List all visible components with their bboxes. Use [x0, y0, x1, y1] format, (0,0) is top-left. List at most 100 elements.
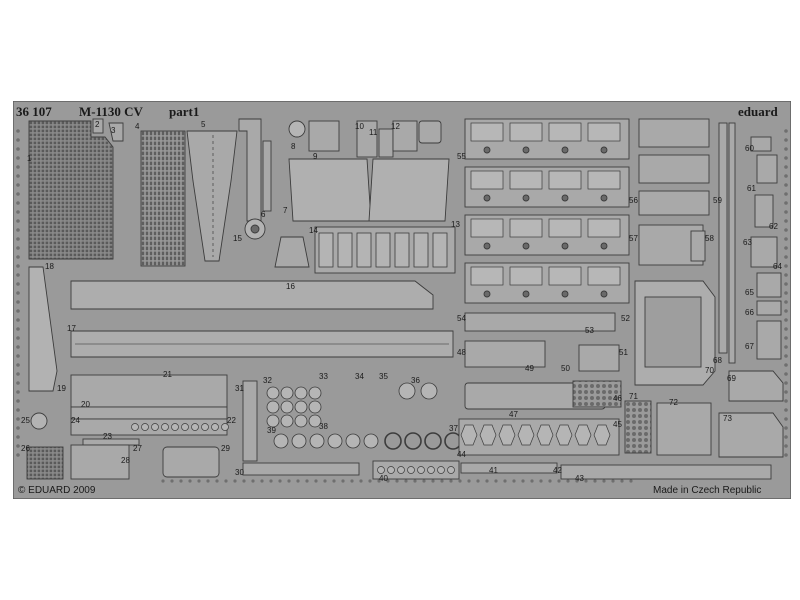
part-30-strip — [242, 462, 360, 476]
part-number-label: 68 — [713, 356, 722, 365]
part-26-mesh — [26, 446, 64, 480]
part-number-label: 64 — [773, 262, 782, 271]
part-number-label: 13 — [451, 220, 460, 229]
photo-etch-fret: 36 107 M-1130 CV part1 eduard © EDUARD 2… — [13, 101, 791, 499]
part-46-chain — [572, 380, 622, 408]
part-number-label: 65 — [745, 288, 754, 297]
part-7-hatch-left — [288, 158, 372, 222]
part-number-label: 21 — [163, 370, 172, 379]
part-number-label: 14 — [309, 226, 318, 235]
part-4-tapered-strip — [186, 130, 238, 262]
part-number-label: 69 — [727, 374, 736, 383]
part-73-housing — [718, 412, 784, 458]
part-60-block — [750, 136, 772, 152]
part-12-block — [392, 120, 418, 152]
part-29-clip — [162, 446, 220, 478]
part-number-label: 22 — [227, 416, 236, 425]
part-number-label: 42 — [553, 466, 562, 475]
part-number-label: 39 — [267, 426, 276, 435]
part-number-label: 37 — [449, 424, 458, 433]
part-number-label: 31 — [235, 384, 244, 393]
part-number-label: 6 — [261, 210, 266, 219]
part-2-small-bracket — [92, 118, 104, 134]
part-number-label: 57 — [629, 234, 638, 243]
part-number-label: 67 — [745, 342, 754, 351]
part-12-square — [418, 120, 442, 144]
part-number-label: 40 — [379, 474, 388, 483]
part-number-label: 72 — [669, 398, 678, 407]
part-number-label: 54 — [457, 314, 466, 323]
part-label: part1 — [169, 104, 199, 119]
set-title: M-1130 CV — [79, 104, 144, 119]
part-number-label: 19 — [57, 384, 66, 393]
copyright-text: © EDUARD 2009 — [18, 485, 96, 496]
circle-parts-32-39 — [266, 382, 462, 450]
part-25-ring — [30, 412, 48, 430]
part-51-box — [578, 344, 620, 372]
part-65-pins — [756, 272, 782, 298]
part-number-label: 11 — [369, 128, 378, 137]
part-number-label: 4 — [135, 122, 140, 131]
part-54-strip — [464, 312, 616, 332]
part-71-chain — [624, 400, 652, 454]
part-number-label: 73 — [723, 414, 732, 423]
part-22-dots — [131, 423, 229, 431]
part-number-label: 27 — [133, 444, 142, 453]
part-number-label: 71 — [629, 392, 638, 401]
part-13-cells — [318, 232, 448, 268]
set-number: 36 107 — [16, 104, 52, 119]
part-number-label: 23 — [103, 432, 112, 441]
part-56-pins — [638, 190, 710, 216]
part-number-label: 59 — [713, 196, 722, 205]
part-63-block — [750, 236, 778, 268]
part-16-long-bar — [70, 280, 434, 310]
part-66-pins — [756, 300, 782, 316]
brand-logo: eduard — [738, 104, 779, 119]
part-6-rods — [262, 140, 272, 212]
part-11-block — [378, 128, 394, 158]
part-number-label: 47 — [509, 410, 518, 419]
part-31-rod — [242, 380, 258, 462]
part-44-teeth-cells — [460, 424, 611, 446]
part-43-pins — [638, 118, 710, 148]
part-number-label: 25 — [21, 416, 30, 425]
part-number-label: 7 — [283, 206, 288, 215]
origin-text: Made in Czech Republic — [653, 485, 761, 496]
part-number-label: 16 — [286, 282, 295, 291]
part-9-studs — [308, 120, 340, 152]
part-number-label: 28 — [121, 456, 130, 465]
part-number-label: 9 — [313, 152, 318, 161]
part-number-label: 20 — [81, 400, 90, 409]
part-number-label: 52 — [621, 314, 630, 323]
part-18-curved-strip — [28, 266, 58, 392]
part-number-label: 58 — [705, 234, 714, 243]
part-55-window-panels — [464, 118, 630, 304]
part-number-label: 55 — [457, 152, 466, 161]
part-43-strip — [560, 464, 772, 480]
part-72-frame — [656, 402, 712, 456]
part-6-rail-bracket — [238, 118, 262, 222]
part-43-pins-2 — [638, 154, 710, 184]
part-number-label: 34 — [355, 372, 364, 381]
part-number-label: 35 — [379, 372, 388, 381]
part-48-frame — [464, 340, 546, 368]
part-number-label: 8 — [291, 142, 296, 151]
part-number-label: 32 — [263, 376, 272, 385]
part-number-label: 49 — [525, 364, 534, 373]
part-40-dots — [377, 466, 455, 474]
part-1-grid-plate — [28, 120, 114, 260]
part-number-label: 70 — [705, 366, 714, 375]
part-number-label: 41 — [489, 466, 498, 475]
part-number-label: 10 — [355, 122, 364, 131]
part-number-label: 60 — [745, 144, 754, 153]
part-number-label: 26 — [21, 444, 30, 453]
part-7-hatch-right — [368, 158, 450, 222]
part-number-label: 29 — [221, 444, 230, 453]
part-number-label: 45 — [613, 420, 622, 429]
part-14-housing — [274, 236, 310, 268]
part-number-label: 18 — [45, 262, 54, 271]
part-69-housing — [728, 370, 784, 402]
part-8-circle — [288, 120, 306, 138]
part-3-bracket — [108, 122, 124, 142]
part-40-strip — [372, 460, 460, 480]
